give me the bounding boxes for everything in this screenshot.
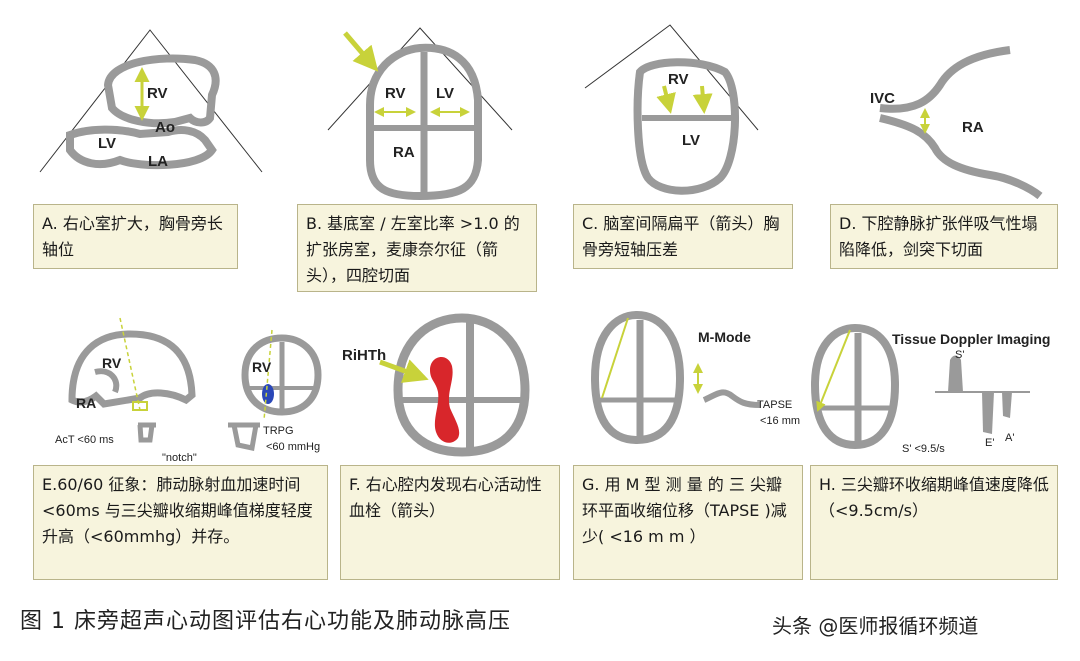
panel-f-thrombus [430, 356, 460, 443]
panel-e-act-waveform [137, 422, 156, 443]
panel-g-illustration: M-Mode TAPSE <16 mm [590, 310, 800, 445]
panel-e-sample-gate [132, 401, 148, 411]
panel-d-label-ra: RA [962, 119, 984, 136]
panel-h-tdi-line [816, 329, 851, 412]
panel-g-label-tapse: TAPSE [757, 399, 792, 411]
panel-a-label-la: LA [148, 153, 168, 170]
panel-f-heart-wall [393, 313, 530, 457]
panel-c-label-rv: RV [668, 71, 689, 88]
panel-g-label-tapse-value: <16 mm [760, 415, 800, 427]
panel-b-mcconnell-arrow [343, 31, 379, 72]
panel-e-label-act: AcT <60 ms [55, 434, 114, 446]
panel-h-label-a: A' [1005, 432, 1014, 444]
panel-f-illustration: RiHTh [342, 313, 530, 457]
panel-h-label-tdi: Tissue Doppler Imaging [892, 331, 1050, 347]
panel-e-tricuspid-leaflet [94, 368, 120, 394]
caption-h: H. 三尖瓣环收缩期峰值速度降低（<9.5cm/s） [810, 465, 1058, 580]
panel-e-label-trpg: TRPG [263, 425, 294, 437]
panel-h-s-wave [948, 355, 963, 392]
panel-d-ivc-upper-wall [879, 46, 1011, 113]
panel-a-label-lv: LV [98, 135, 116, 152]
panel-e-tr-jet [262, 384, 274, 404]
panel-e-label-notch: "notch" [162, 452, 197, 464]
panel-a-label-rv: RV [147, 85, 168, 102]
panel-e-illustration: RV RA AcT <60 ms "notch" RV TRPG <60 mmH… [55, 317, 322, 464]
panel-a-illustration: RV Ao LV LA [39, 29, 263, 173]
panel-c-heart-wall [633, 58, 740, 195]
panel-b-illustration: RV LV RA [327, 27, 513, 201]
panel-b-label-rv: RV [385, 85, 406, 102]
panel-e-doppler-line [119, 317, 141, 411]
caption-e: E.60/60 征象：肺动脉射血加速时间 <60ms 与三尖瓣收缩期峰值梯度轻度… [33, 465, 328, 580]
watermark: 头条 @医师报循环频道 [772, 614, 979, 638]
panel-h-heart-wall [810, 323, 900, 450]
caption-b: B. 基底室 / 左室比率 >1.0 的扩张房室，麦康奈尔征（箭头），四腔切面 [297, 204, 537, 292]
panel-e-label-rv: RV [102, 355, 122, 371]
echo-diagram-canvas: RV Ao LV LA RV LV RA RV LV IVC RA [39, 24, 1050, 464]
panel-d-illustration: IVC RA [870, 46, 1043, 200]
panel-b-label-ra: RA [393, 144, 415, 161]
caption-d: D. 下腔静脉扩张伴吸气性塌陷降低，剑突下切面 [830, 204, 1058, 269]
panel-g-tapse-trace [702, 389, 761, 408]
panel-c-septum-arrow-1 [656, 85, 676, 114]
panel-c-septum-arrow-2 [692, 85, 713, 114]
panel-g-label-mmode: M-Mode [698, 329, 751, 345]
caption-a: A. 右心室扩大，胸骨旁长轴位 [33, 204, 238, 269]
panel-g-mmode-line [601, 317, 629, 399]
panel-c-illustration: RV LV [584, 24, 759, 195]
panel-f-thrombus-arrow [379, 359, 429, 383]
panel-h-label-s: S' [955, 349, 964, 361]
panel-f-label-rihth: RiHTh [342, 347, 386, 364]
panel-h-e-wave [982, 392, 994, 434]
panel-c-sector-outline [584, 24, 759, 131]
panel-e-cw-line [263, 329, 273, 421]
panel-e-label-rv2: RV [252, 359, 272, 375]
panel-h-illustration: Tissue Doppler Imaging S' E' A' S' <9.5/… [810, 323, 1050, 455]
panel-g-heart-wall [590, 310, 685, 445]
panel-a-label-ao: Ao [155, 119, 175, 136]
caption-f: F. 右心腔内发现右心活动性血栓（箭头） [340, 465, 560, 580]
panel-e-rv-wall [68, 330, 196, 408]
panel-a-lv-wall [66, 125, 217, 170]
panel-h-label-s-value: S' <9.5/s [902, 443, 945, 455]
panel-h-a-wave [1002, 392, 1012, 418]
panel-b-label-lv: LV [436, 85, 454, 102]
panel-a-rv-wall [103, 54, 220, 128]
panel-d-ivc-lower-wall [879, 114, 1043, 200]
caption-g: G. 用 M 型 测 量 的 三 尖瓣环平面收缩位移（TAPSE )减少( <1… [573, 465, 803, 580]
panel-b-heart-wall [366, 43, 482, 201]
panel-a-sector-outline [39, 29, 263, 173]
figure-title: 图 1 床旁超声心动图评估右心功能及肺动脉高压 [20, 609, 511, 634]
panel-e-label-trpg-value: <60 mmHg [266, 441, 320, 453]
panel-d-label-ivc: IVC [870, 90, 895, 107]
panel-e-label-ra: RA [76, 395, 96, 411]
panel-h-label-e: E' [985, 437, 994, 449]
caption-c: C. 脑室间隔扁平（箭头）胸骨旁短轴压差 [573, 204, 793, 269]
panel-e-trpg-waveform [228, 422, 260, 451]
panel-c-label-lv: LV [682, 132, 700, 149]
